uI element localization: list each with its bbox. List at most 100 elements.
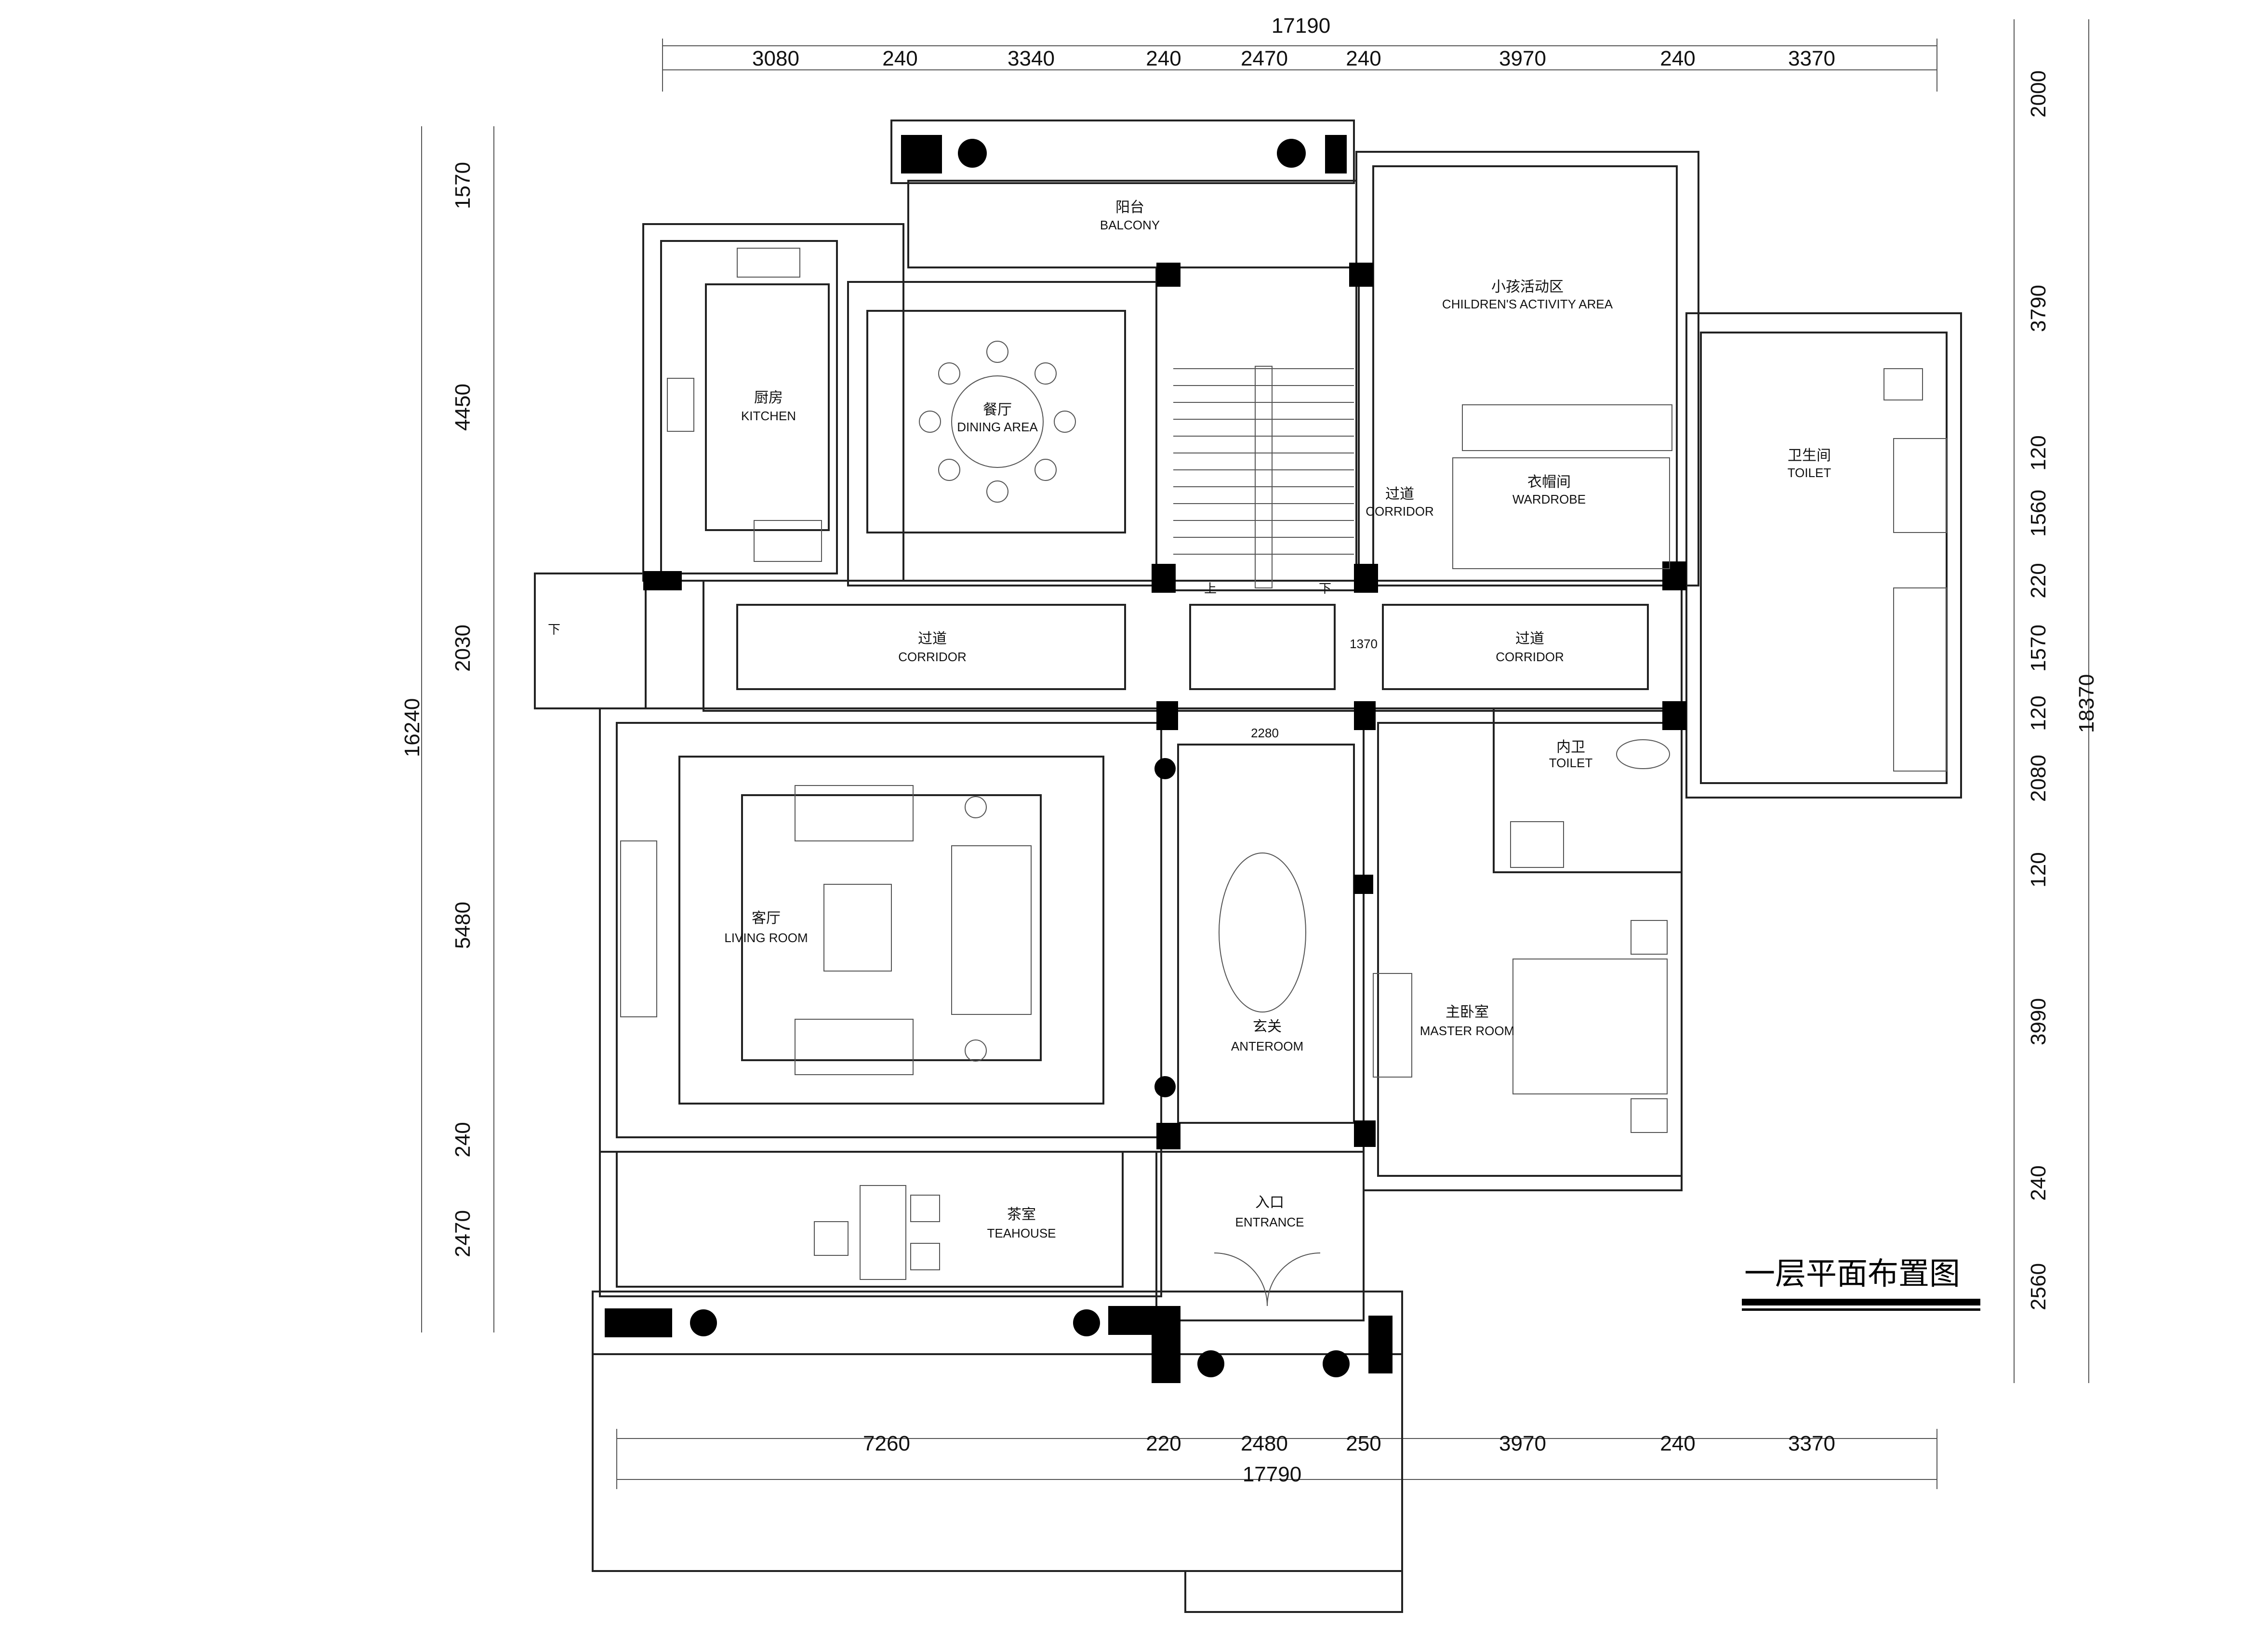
entrance-label-en: ENTRANCE	[1235, 1215, 1304, 1229]
inner-toilet-bowl	[1616, 739, 1670, 769]
coffee-table	[823, 884, 892, 972]
storage-cabinet	[1462, 404, 1672, 451]
kitchen-label-cn: 厨房	[754, 389, 783, 406]
dim-top-9: 3370	[1788, 47, 1835, 70]
toilet-bowl	[1883, 368, 1923, 400]
inner-washbasin	[1510, 821, 1564, 868]
children-label-en: CHILDREN'S ACTIVITY AREA	[1442, 297, 1613, 311]
tea-table	[860, 1185, 906, 1280]
kitchen-label-en: KITCHEN	[741, 409, 796, 423]
master-label-en: MASTER ROOM	[1420, 1024, 1514, 1038]
dim-bottom-total: 17790	[1243, 1463, 1301, 1486]
corridor-small-label-cn: 过道	[1385, 486, 1414, 503]
columns	[605, 135, 1686, 1383]
sofa-bottom	[795, 1019, 914, 1075]
tv-cabinet	[620, 840, 657, 1017]
balcony-label-en: BALCONY	[1100, 218, 1160, 232]
dim-top-total: 17190	[1272, 14, 1330, 38]
corridor-small-label-en: CORRIDOR	[1366, 504, 1434, 519]
dim-right-11: 240	[2027, 1165, 2050, 1200]
dim-left-5: 240	[451, 1122, 475, 1157]
dim-top-2: 240	[882, 47, 917, 70]
dining-label-cn: 餐厅	[983, 401, 1012, 418]
kitchen-sink	[737, 248, 800, 278]
dim-left-4: 5480	[451, 902, 475, 949]
dim-right-6: 1570	[2027, 625, 2050, 672]
dim-bottom-7: 3370	[1788, 1432, 1835, 1455]
drawing-title-block: 一层平面布置图	[1742, 1256, 1980, 1311]
toilet-east-label-cn: 卫生间	[1788, 447, 1831, 464]
dim-top-4: 240	[1146, 47, 1181, 70]
stairs	[1173, 366, 1354, 588]
anteroom-rug	[1219, 852, 1306, 1012]
dim-left-6: 2470	[451, 1210, 475, 1257]
master-label-cn: 主卧室	[1446, 1004, 1489, 1021]
inner-toilet-label-cn: 内卫	[1556, 739, 1585, 756]
dim-anteroom-small: 2280	[1251, 726, 1279, 740]
dim-bottom-2: 220	[1146, 1432, 1181, 1455]
inner-toilet-label-en: TOILET	[1549, 756, 1593, 770]
teahouse-label-en: TEAHOUSE	[987, 1226, 1056, 1240]
dim-top-5: 2470	[1241, 47, 1288, 70]
entrance-label-cn: 入口	[1255, 1194, 1284, 1211]
dim-bottom-4: 250	[1346, 1432, 1381, 1455]
dim-top-1: 3080	[752, 47, 799, 70]
dim-corridor-small: 1370	[1350, 637, 1378, 651]
sofa-main	[951, 845, 1032, 1015]
dim-right-10: 3990	[2027, 998, 2050, 1045]
dim-left-1: 1570	[451, 162, 475, 209]
room-labels: 阳台 BALCONY 小孩活动区 CHILDREN'S ACTIVITY ARE…	[548, 199, 1831, 1240]
dim-right-1: 2000	[2027, 70, 2050, 118]
living-label-en: LIVING ROOM	[724, 931, 808, 945]
master-bed	[1512, 959, 1668, 1094]
corridor-left-label-cn: 过道	[918, 630, 947, 647]
dim-left-total: 16240	[400, 698, 424, 757]
dim-bottom-1: 7260	[863, 1432, 910, 1455]
dim-right-2: 3790	[2027, 285, 2050, 332]
stair-down-mark: 下	[1319, 581, 1331, 596]
kitchen-stove	[667, 378, 694, 432]
drawing-title: 一层平面布置图	[1744, 1256, 1960, 1292]
walls	[534, 120, 1962, 1613]
dim-top-3: 3340	[1008, 47, 1055, 70]
wardrobe-cabinet	[1452, 457, 1670, 569]
dim-bottom-3: 2480	[1241, 1432, 1288, 1455]
dim-right-4: 1560	[2027, 490, 2050, 537]
dim-right-total: 18370	[2075, 674, 2098, 733]
dining-table	[951, 375, 1044, 468]
dim-bottom-6: 240	[1660, 1432, 1695, 1455]
anteroom-label-cn: 玄关	[1253, 1018, 1282, 1035]
wardrobe-label-cn: 衣帽间	[1527, 474, 1571, 491]
dim-right-3: 120	[2027, 435, 2050, 470]
dim-left-3: 2030	[451, 625, 475, 672]
teahouse-label-cn: 茶室	[1007, 1206, 1036, 1223]
sofa-top	[795, 785, 914, 841]
wardrobe-label-en: WARDROBE	[1512, 492, 1586, 506]
living-label-cn: 客厅	[752, 910, 781, 927]
dim-top-7: 3970	[1499, 47, 1546, 70]
dimension-text: 17190 3080 240 3340 240 2470 240 3970 24…	[400, 14, 2098, 1486]
furniture	[620, 248, 1947, 1306]
anteroom-label-en: ANTEROOM	[1231, 1039, 1303, 1053]
dim-right-8: 2080	[2027, 755, 2050, 802]
corridor-right-label-cn: 过道	[1515, 630, 1544, 647]
dim-top-6: 240	[1346, 47, 1381, 70]
stair-up-mark: 上	[1204, 581, 1217, 596]
dim-right-9: 120	[2027, 852, 2050, 887]
dim-left-2: 4450	[451, 384, 475, 431]
dimension-lines	[421, 19, 2089, 1489]
dim-bottom-5: 3970	[1499, 1432, 1546, 1455]
children-label-cn: 小孩活动区	[1491, 279, 1564, 295]
dining-label-en: DINING AREA	[957, 420, 1038, 434]
corridor-left-label-en: CORRIDOR	[898, 650, 967, 664]
dim-right-5: 220	[2027, 563, 2050, 598]
washbasin	[1893, 438, 1947, 533]
balcony-label-cn: 阳台	[1115, 199, 1144, 216]
dim-top-8: 240	[1660, 47, 1695, 70]
dim-right-12: 2560	[2027, 1263, 2050, 1310]
corridor-right-label-en: CORRIDOR	[1496, 650, 1564, 664]
step-down-mark: 下	[548, 622, 560, 637]
toilet-east-label-en: TOILET	[1788, 466, 1831, 480]
dim-right-7: 120	[2027, 695, 2050, 731]
